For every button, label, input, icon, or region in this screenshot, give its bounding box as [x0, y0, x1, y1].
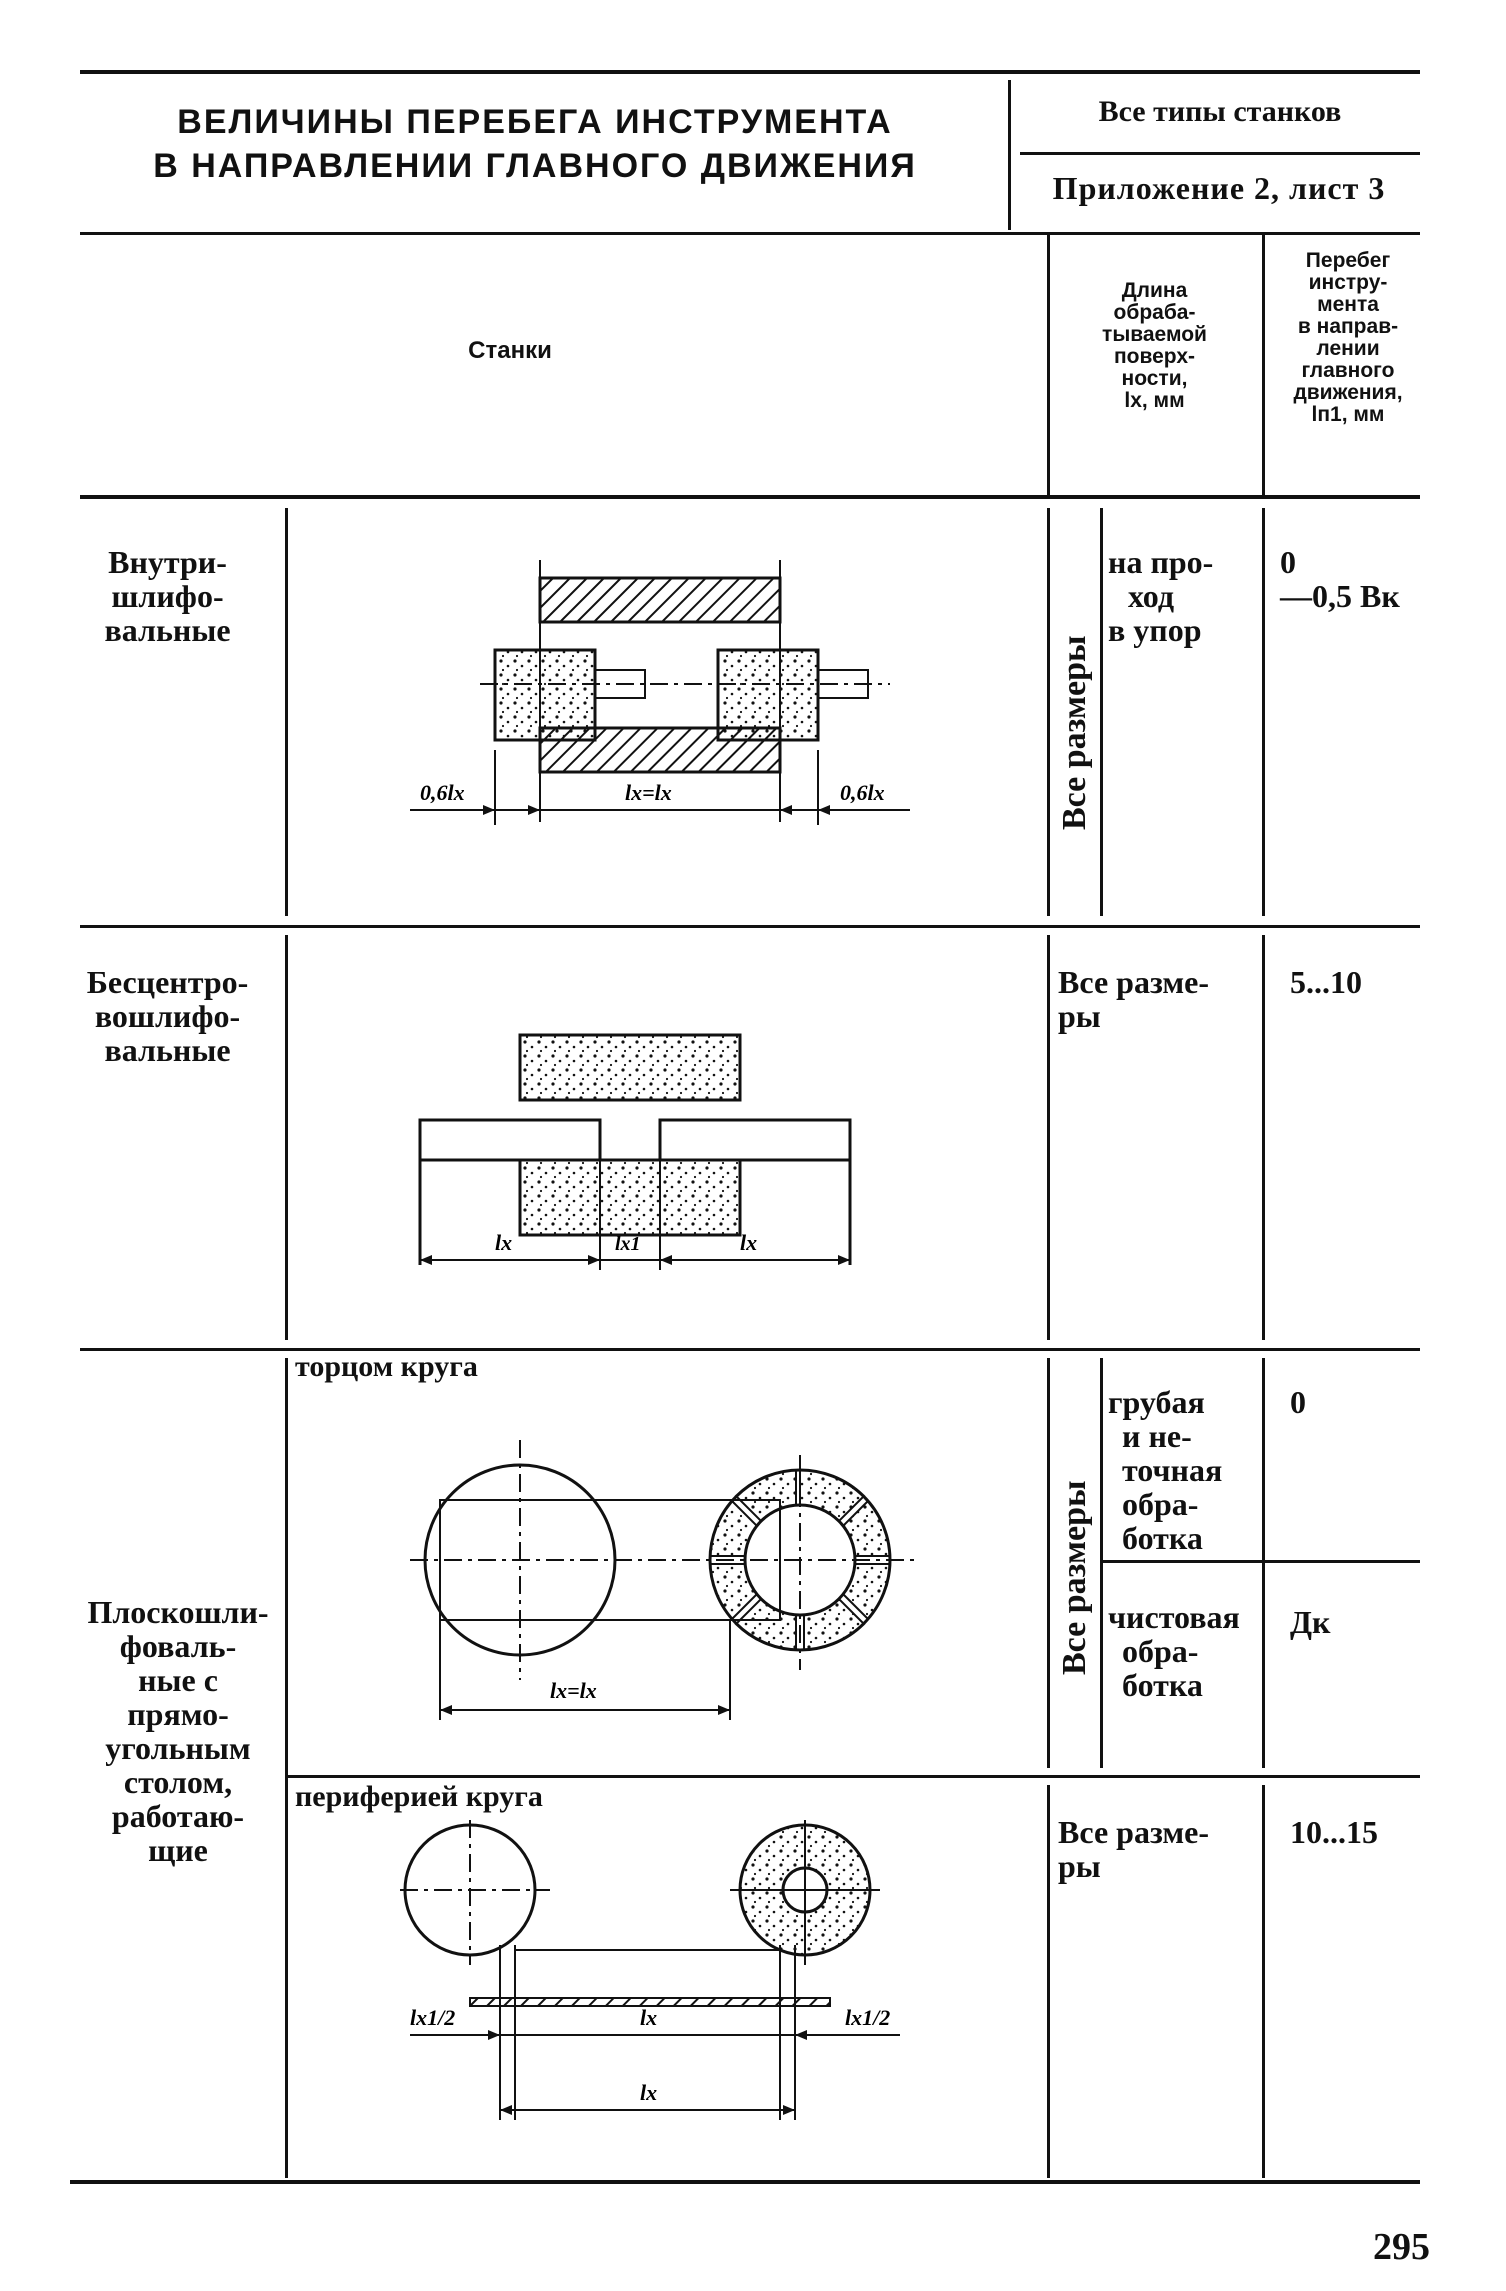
row2-col-divider-2: [1262, 935, 1265, 1340]
row3-machine-name: Плоскошли- фоваль- ные с прямо- угольным…: [87, 1594, 269, 1868]
row3a-sub-divider: [1100, 1358, 1103, 1768]
top-rule: [80, 70, 1420, 74]
centerless-grinding-diagram: lх lх1 lх: [418, 1033, 852, 1270]
row3b-sizes: Все разме- ры: [1058, 1814, 1209, 1884]
row1-name-divider: [285, 508, 288, 916]
row3a-col-divider-1: [1047, 1358, 1050, 1768]
page-title: ВЕЛИЧИНЫ ПЕРЕБЕГА ИНСТРУМЕНТА В НАПРАВЛЕ…: [95, 100, 975, 188]
col-machines-header: Станки: [468, 337, 552, 364]
row2-col-divider-1: [1047, 935, 1050, 1340]
row1-sub-divider: [1100, 508, 1103, 916]
dim-left: 0,6lх: [420, 780, 465, 805]
dim-left: lх: [495, 1230, 512, 1255]
row1-col-divider-1: [1047, 508, 1050, 916]
row3a-col-divider-2: [1262, 1358, 1265, 1768]
page-title-line1: ВЕЛИЧИНЫ ПЕРЕБЕГА ИНСТРУМЕНТА: [177, 103, 893, 141]
row3a-overrun-b: Дк: [1290, 1604, 1331, 1640]
row3a-label: торцом круга: [295, 1350, 478, 1383]
header-bottom-rule: [80, 232, 1420, 235]
dim-right: 0,6lх: [840, 780, 885, 805]
page-title-line2: В НАПРАВЛЕНИИ ГЛАВНОГО ДВИЖЕНИЯ: [153, 147, 917, 185]
row2-overrun: 5...10: [1290, 964, 1362, 1000]
bottom-rule: [70, 2180, 1420, 2184]
row3a-split-rule: [1103, 1560, 1420, 1563]
dim-half-left: lх1/2: [410, 2005, 455, 2030]
row3a-condition-a: грубая и не- точная обра- ботка: [1108, 1384, 1223, 1556]
row1-condition: на про- ход в упор: [1108, 544, 1214, 648]
row3b-col-divider-1: [1047, 1785, 1050, 2178]
dim-outer: lх: [640, 2080, 657, 2105]
row1-overrun: 0 —0,5 Вк: [1280, 544, 1400, 614]
row1-size-label: Все размеры: [1056, 635, 1093, 830]
row1-col-divider-2: [1262, 508, 1265, 916]
dim-right: lх: [740, 1230, 757, 1255]
row2-sizes: Все разме- ры: [1058, 964, 1209, 1034]
header-divider: [1008, 80, 1011, 230]
dim-center: lх=lх: [625, 780, 672, 805]
col-header-bottom-rule: [80, 495, 1420, 499]
segmented-wheel: [708, 1455, 892, 1670]
dim-center: lх1: [615, 1233, 641, 1255]
row1-bottom-rule: [80, 925, 1420, 928]
dim-inner: lх: [640, 2005, 657, 2030]
col-divider-2: [1262, 235, 1265, 495]
appendix-label: Приложение 2, лист 3: [1052, 170, 1386, 206]
col-length-header: Длина обраба- тываемой поверх- ности, lх…: [1102, 279, 1207, 412]
row3b-label: периферией круга: [295, 1780, 543, 1813]
centerless-wheel-top: [518, 1033, 742, 1102]
row2-bottom-rule: [80, 1348, 1420, 1351]
row3b-col-divider-2: [1262, 1785, 1265, 2178]
row2-name-divider: [285, 935, 288, 1340]
grinding-wheel-left: [493, 648, 597, 742]
grinding-wheel-right: [716, 648, 820, 742]
page-number: 295: [1373, 2226, 1430, 2268]
face-grinding-diagram: lх=lх: [410, 1440, 920, 1720]
row3b-overrun: 10...15: [1290, 1814, 1378, 1850]
internal-grinding-diagram: 0,6lх lх=lх 0,6lх: [410, 560, 910, 825]
header-inner-rule: [1020, 152, 1420, 155]
col-divider-1: [1047, 235, 1050, 495]
peripheral-grinding-diagram: lх1/2 lх lх lх1/2: [400, 1820, 900, 2120]
machine-types-label: Все типы станков: [1098, 95, 1342, 128]
row2-machine-name: Бесцентро- вошлифо- вальные: [86, 964, 249, 1068]
dim-center: lх=lх: [550, 1678, 597, 1703]
row1-machine-name: Внутри- шлифо- вальные: [104, 544, 231, 648]
row3-sub-rule: [288, 1775, 1420, 1778]
workpiece-top-wall: [538, 576, 782, 624]
row3a-size-label: Все размеры: [1056, 1480, 1093, 1675]
centerless-wheel-bottom: [518, 1158, 742, 1237]
row3a-condition-b: чистовая обра- ботка: [1108, 1599, 1240, 1703]
dim-half-right: lх1/2: [845, 2005, 890, 2030]
row3-name-divider: [285, 1358, 288, 2178]
col-overrun-header: Перебег инстру- мента в направ- лении гл…: [1293, 249, 1403, 426]
row3a-overrun-a: 0: [1290, 1384, 1306, 1420]
